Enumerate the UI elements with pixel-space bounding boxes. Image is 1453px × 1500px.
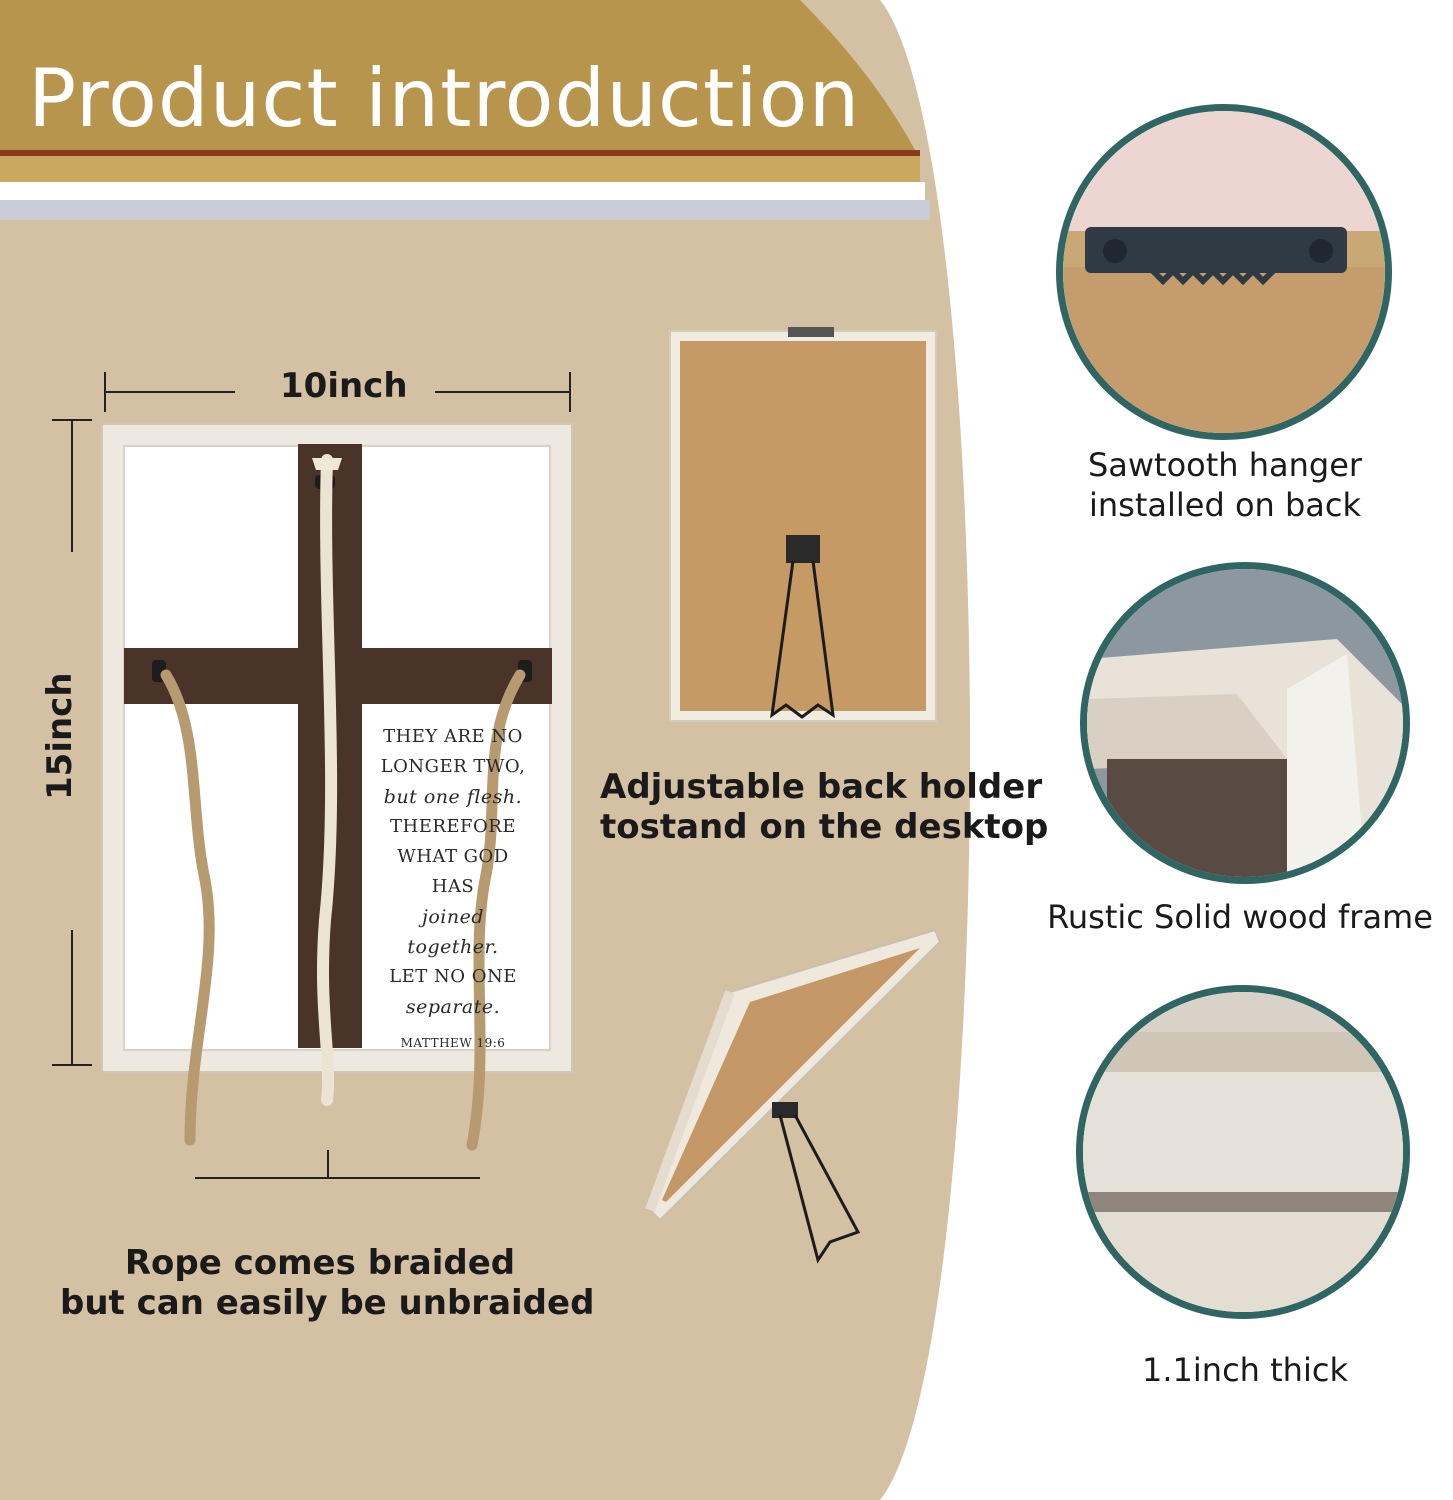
verse-line: THEREFORE	[390, 816, 516, 837]
banner	[0, 0, 915, 150]
thickness-caption: 1.1inch thick	[1142, 1351, 1348, 1389]
stripe-dark	[0, 150, 920, 156]
stripe-white	[0, 182, 925, 200]
frame-detail-image	[1080, 562, 1410, 884]
frame-back-illustration	[669, 327, 937, 722]
holder-caption: Adjustable back holder tostand on the de…	[600, 767, 1049, 847]
sawtooth-detail-image	[1056, 104, 1392, 440]
rope-caption: Rope comes braided but can easily be unb…	[60, 1243, 595, 1323]
verse-line: WHAT GOD HAS	[397, 846, 509, 897]
verse-line: separate.	[405, 996, 501, 1018]
verse-text: THEY ARE NO LONGER TWO, but one flesh. T…	[378, 722, 528, 1058]
verse-line: THEY ARE NO	[383, 726, 523, 747]
frame-stand-illustration	[645, 928, 940, 1264]
verse-line: joined together.	[407, 906, 499, 958]
sawtooth-caption-line: installed on back	[1088, 486, 1362, 524]
rustic-frame-picture	[1087, 569, 1403, 877]
holder-caption-line: Adjustable back holder	[600, 767, 1043, 807]
holder-caption-line: tostand on the desktop	[600, 807, 1049, 847]
verse-reference: MATTHEW 19:6	[400, 1036, 506, 1050]
width-label: 10inch	[280, 366, 408, 406]
sawtooth-hanger-picture	[1063, 111, 1385, 433]
sawtooth-caption-line: Sawtooth hanger	[1087, 446, 1363, 484]
frame-caption: Rustic Solid wood frame	[1047, 898, 1433, 936]
verse-line: LONGER TWO,	[380, 756, 526, 777]
verse-line: LET NO ONE	[389, 966, 517, 987]
page-title: Product introduction	[28, 52, 861, 145]
thickness-picture	[1083, 992, 1403, 1312]
rope-caption-line: Rope comes braided	[124, 1243, 516, 1283]
verse-line: but one flesh.	[383, 786, 523, 808]
sign-illustration	[52, 372, 573, 1179]
stripe-gold	[0, 156, 920, 182]
stripe-blue	[0, 200, 930, 220]
thickness-detail-image	[1076, 985, 1410, 1319]
height-label: 15inch	[40, 672, 80, 800]
rope-caption-line: but can easily be unbraided	[60, 1283, 595, 1323]
sawtooth-caption: Sawtooth hanger installed on back	[1040, 445, 1410, 525]
